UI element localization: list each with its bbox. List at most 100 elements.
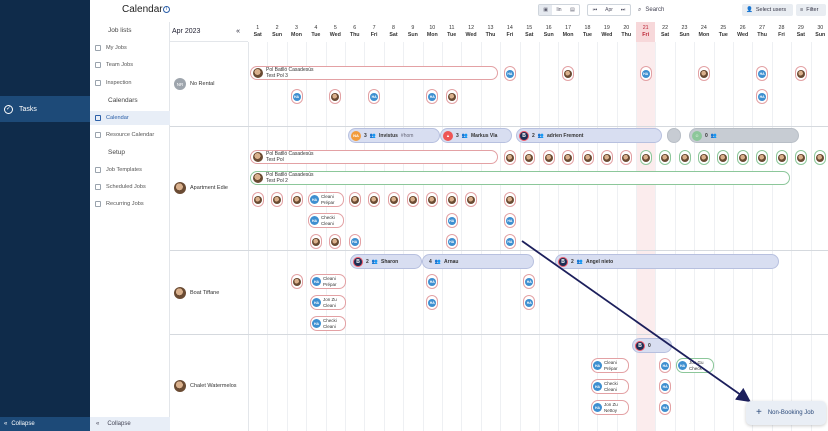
rail-item-tasks[interactable]: ✓ Tasks	[0, 96, 90, 122]
job-chip[interactable]: HA	[503, 213, 516, 228]
job-chip[interactable]: HA	[445, 213, 458, 228]
nav-item-inspection[interactable]: Inspection	[90, 76, 170, 90]
job-chip[interactable]	[659, 150, 672, 165]
view-button-list[interactable]: ▤	[569, 7, 575, 13]
job-chip[interactable]	[465, 192, 478, 207]
team-job-bar[interactable]: B 2 👥 Angel nieto	[555, 254, 779, 269]
job-chip[interactable]	[445, 89, 458, 104]
job-chip[interactable]	[523, 150, 536, 165]
job-chip[interactable]: HA	[503, 66, 516, 81]
job-chip[interactable]: HA	[659, 379, 672, 394]
job-chip[interactable]: HA	[659, 400, 672, 415]
team-job-bar[interactable]: B 0	[632, 338, 672, 353]
rail-collapse-button[interactable]: « Collapse	[0, 417, 90, 431]
team-job-bar[interactable]: 4 👥 Arnau	[422, 254, 534, 269]
job-chip[interactable]	[329, 234, 342, 249]
non-booking-job-button[interactable]: + Non-Booking Job	[746, 401, 826, 425]
job-chip[interactable]	[387, 192, 400, 207]
job-chip[interactable]: HA	[290, 89, 303, 104]
job-chip[interactable]	[678, 150, 691, 165]
job-chip[interactable]: HA	[756, 89, 769, 104]
team-job-bar[interactable]: ☺ 0 👥	[689, 128, 799, 143]
job-chip[interactable]: HA	[426, 295, 439, 310]
job-chip[interactable]: HA	[639, 66, 652, 81]
job-chip[interactable]	[251, 192, 264, 207]
job-chip[interactable]: HA	[368, 89, 381, 104]
nav-item-calendar[interactable]: Calendar	[90, 111, 170, 125]
job-chip[interactable]	[756, 150, 769, 165]
job-chip[interactable]	[600, 150, 613, 165]
job-chip[interactable]: HA	[503, 234, 516, 249]
job-chip[interactable]: HA	[426, 89, 439, 104]
job-chip[interactable]	[445, 192, 458, 207]
info-icon[interactable]: i	[163, 6, 170, 13]
job-chip[interactable]: HA	[445, 234, 458, 249]
job-chip[interactable]	[542, 150, 555, 165]
nav-item-my-jobs[interactable]: My Jobs	[90, 41, 170, 55]
nav-item-team-jobs[interactable]: Team Jobs	[90, 58, 170, 72]
job-chip[interactable]	[503, 192, 516, 207]
job-chip[interactable]	[271, 192, 284, 207]
job-chip[interactable]	[348, 192, 361, 207]
resource-boat-tiffane[interactable]: Boat Tiffane	[174, 287, 219, 299]
resource-chalet-watermelos[interactable]: Chalet Watermelos	[174, 380, 237, 392]
job-chip[interactable]: HA	[756, 66, 769, 81]
job-chip[interactable]	[794, 150, 807, 165]
job-chip[interactable]	[794, 66, 807, 81]
nav-item-recurring-jobs[interactable]: Recurring Jobs	[90, 197, 170, 211]
job-chip[interactable]	[368, 192, 381, 207]
job-chip[interactable]	[814, 150, 827, 165]
job-chip[interactable]: HA	[426, 274, 439, 289]
skip-forward-icon[interactable]: ⏭	[620, 7, 626, 13]
job-chip[interactable]	[697, 66, 710, 81]
job-chip[interactable]	[290, 274, 303, 289]
subnav-collapse-button[interactable]: « Collapse	[90, 417, 170, 431]
team-job-bar[interactable]: NA 3 👥 Invistus #hom	[348, 128, 440, 143]
filter-button[interactable]: ≡ Filter	[796, 4, 826, 16]
job-chip[interactable]	[329, 89, 342, 104]
job-chip[interactable]	[620, 150, 633, 165]
resource-no-rental[interactable]: NR No Rental	[174, 78, 214, 90]
job-chip[interactable]	[562, 66, 575, 81]
job-chip[interactable]	[775, 150, 788, 165]
skip-back-icon[interactable]: ⏮	[592, 7, 598, 13]
resource-apartment-edie[interactable]: Apartment Edie	[174, 182, 228, 194]
nav-item-job-templates[interactable]: Job Templates	[90, 163, 170, 177]
nav-item-scheduled-jobs[interactable]: Scheduled Jobs	[90, 180, 170, 194]
job-chip[interactable]	[406, 192, 419, 207]
current-period-label[interactable]: Apr	[605, 7, 613, 13]
job-chip[interactable]	[562, 150, 575, 165]
job-chip[interactable]	[290, 192, 303, 207]
job-chip[interactable]: HA	[348, 234, 361, 249]
